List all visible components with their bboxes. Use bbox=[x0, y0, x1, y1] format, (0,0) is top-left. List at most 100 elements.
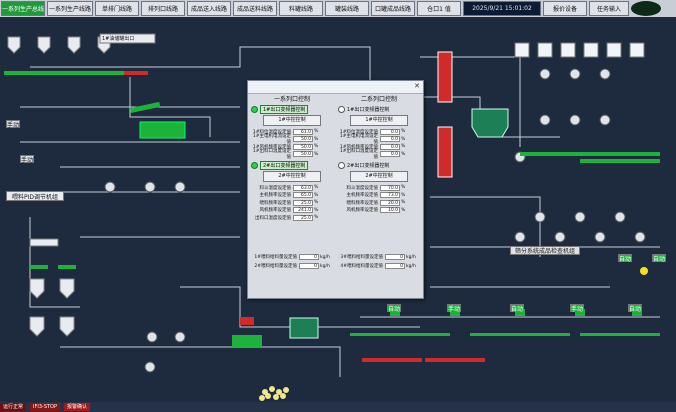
setpoint-unit: % bbox=[401, 185, 406, 191]
feed-pid-button[interactable]: 喂料PID调节机组 bbox=[6, 191, 64, 201]
production-line-green-3 bbox=[580, 333, 660, 336]
tab-tank-product[interactable]: 口罐成品线路 bbox=[371, 1, 415, 16]
setpoint-label: 1#出料口温度设定值 bbox=[339, 149, 378, 161]
tab-single-gate[interactable]: 单排门线路 bbox=[95, 1, 139, 16]
close-icon[interactable]: ✕ bbox=[414, 82, 420, 90]
right-conveyor-2 bbox=[580, 159, 660, 163]
dialog-titlebar: ✕ bbox=[248, 81, 423, 94]
setpoint-input[interactable]: 0.0 bbox=[380, 151, 400, 158]
production-line-green-1 bbox=[350, 333, 450, 336]
setpoint-input[interactable]: 20.0 bbox=[380, 199, 400, 206]
tab-alarm-equipment[interactable]: 报价设备 bbox=[543, 1, 587, 16]
manual-button-1[interactable]: 手动 bbox=[6, 120, 20, 129]
setpoint-input[interactable]: 241.0 bbox=[293, 207, 313, 214]
production-line-red-2 bbox=[425, 358, 485, 362]
line1-center-control-button-1[interactable]: 1#中控控制 bbox=[263, 115, 321, 126]
feed-rate-unit: kg/h bbox=[406, 263, 416, 269]
manual-button-2[interactable]: 手动 bbox=[20, 155, 34, 164]
setpoint-input[interactable]: 10.0 bbox=[380, 207, 400, 214]
alarm-ack-button[interactable]: 报警确认 bbox=[64, 403, 91, 411]
bottom-tag-6[interactable]: 自动 bbox=[618, 254, 632, 263]
red-valve bbox=[240, 317, 254, 325]
line2-mode2-radio[interactable] bbox=[338, 161, 345, 169]
tab-product-in[interactable]: 成品送入线路 bbox=[187, 1, 231, 16]
green-storage-tank bbox=[471, 108, 509, 138]
setpoint-input[interactable]: 73.0 bbox=[380, 192, 400, 199]
tab-outlet-route[interactable]: 排列口线路 bbox=[141, 1, 185, 16]
setpoint-input[interactable]: 50.0 bbox=[293, 136, 313, 143]
bottom-tag-4[interactable]: 手动 bbox=[570, 304, 584, 313]
setpoint-unit: % bbox=[401, 129, 406, 135]
setpoint-input[interactable]: 61.0 bbox=[293, 128, 313, 135]
setpoint-input[interactable]: 50.0 bbox=[293, 151, 313, 158]
setpoint-input[interactable]: 65.0 bbox=[293, 192, 313, 199]
line2-mode1-radio[interactable] bbox=[338, 105, 345, 113]
line1-center-control-button-2[interactable]: 2#中控控制 bbox=[263, 171, 321, 182]
setpoint-label: 1#主电机电流设定值 bbox=[339, 134, 378, 146]
production-line-red-1 bbox=[362, 358, 422, 362]
silo-top-bin bbox=[29, 238, 59, 247]
setpoint-label: 1#料位温度设定值 bbox=[252, 129, 291, 135]
feed-rate-input[interactable]: 0 bbox=[299, 263, 319, 269]
bottom-tag-1[interactable]: 自动 bbox=[387, 304, 401, 313]
bottom-tag-3[interactable]: 自动 bbox=[510, 304, 524, 313]
tab-line1-overview[interactable]: 一系列生产总线 bbox=[1, 1, 45, 16]
setpoint-input[interactable]: 50.0 bbox=[293, 143, 313, 150]
feed-rate-input[interactable]: 0 bbox=[299, 254, 319, 260]
setpoint-unit: % bbox=[314, 207, 319, 213]
setpoint-input[interactable]: 0.0 bbox=[380, 136, 400, 143]
setpoint-unit: % bbox=[401, 144, 406, 150]
bottom-tag-7[interactable]: 自动 bbox=[652, 254, 666, 263]
storage-bins bbox=[514, 42, 645, 58]
tab-task-input[interactable]: 任务输入 bbox=[589, 1, 629, 16]
pellet-pile bbox=[259, 386, 289, 401]
setpoint-label: 风机频率设定值 bbox=[346, 208, 379, 214]
feed-rate-label: 1#喂料给料量设定值 bbox=[254, 255, 297, 260]
line2-center-control-button-1[interactable]: 1#中控控制 bbox=[350, 115, 408, 126]
feed-rate-input[interactable]: 0 bbox=[385, 254, 405, 260]
line2-center-control-button-2[interactable]: 2#中控控制 bbox=[350, 171, 408, 182]
setpoint-input[interactable]: 63.0 bbox=[293, 184, 313, 191]
bottom-tag-5[interactable]: 自动 bbox=[628, 304, 642, 313]
right-conveyor-1 bbox=[520, 152, 660, 156]
tab-product-feed[interactable]: 成品送料线路 bbox=[233, 1, 277, 16]
setpoint-label: 主机频率设定值 bbox=[259, 193, 292, 199]
setpoint-label: 1#料位温度设定值 bbox=[339, 129, 378, 135]
setpoint-unit: % bbox=[401, 192, 406, 198]
feed-rate-input[interactable]: 0 bbox=[385, 263, 405, 269]
feed-rate-label: 2#喂料给料量设定值 bbox=[254, 264, 297, 269]
line1-mode2-radio[interactable] bbox=[251, 161, 258, 169]
status-lamps bbox=[390, 254, 665, 316]
setpoint-input[interactable]: 0.0 bbox=[380, 143, 400, 150]
tab-line1-route[interactable]: 一系列生产线路 bbox=[47, 1, 93, 16]
setpoint-unit: % bbox=[314, 215, 319, 221]
tab-tank-route[interactable]: 料罐线路 bbox=[279, 1, 323, 16]
setpoint-unit: % bbox=[314, 200, 319, 206]
tab-filling-route[interactable]: 罐装线路 bbox=[325, 1, 369, 16]
setpoint-label: 喂料频率设定值 bbox=[346, 200, 379, 206]
setpoint-input[interactable]: 0.0 bbox=[380, 128, 400, 135]
screening-system-button[interactable]: 筛分系统成品检查机组 bbox=[510, 246, 580, 255]
line2-mode1-label: 1#出口变频器控制 bbox=[347, 106, 390, 113]
bottom-tag-2[interactable]: 手动 bbox=[447, 304, 461, 313]
line2-header: 二系列口控制 bbox=[360, 96, 397, 103]
production-line-green-2 bbox=[470, 333, 570, 336]
setpoint-unit: % bbox=[314, 192, 319, 198]
setpoint-input[interactable]: 25.0 bbox=[293, 214, 313, 221]
red-reactor-tower-2 bbox=[437, 126, 453, 178]
line1-mode1-radio[interactable] bbox=[251, 105, 258, 113]
tab-shift-value[interactable]: 仓口1 值 bbox=[417, 1, 461, 16]
setpoint-input[interactable]: 25.0 bbox=[293, 199, 313, 206]
feed-rate-unit: kg/h bbox=[406, 254, 416, 260]
setpoint-input[interactable]: 70.0 bbox=[380, 184, 400, 191]
